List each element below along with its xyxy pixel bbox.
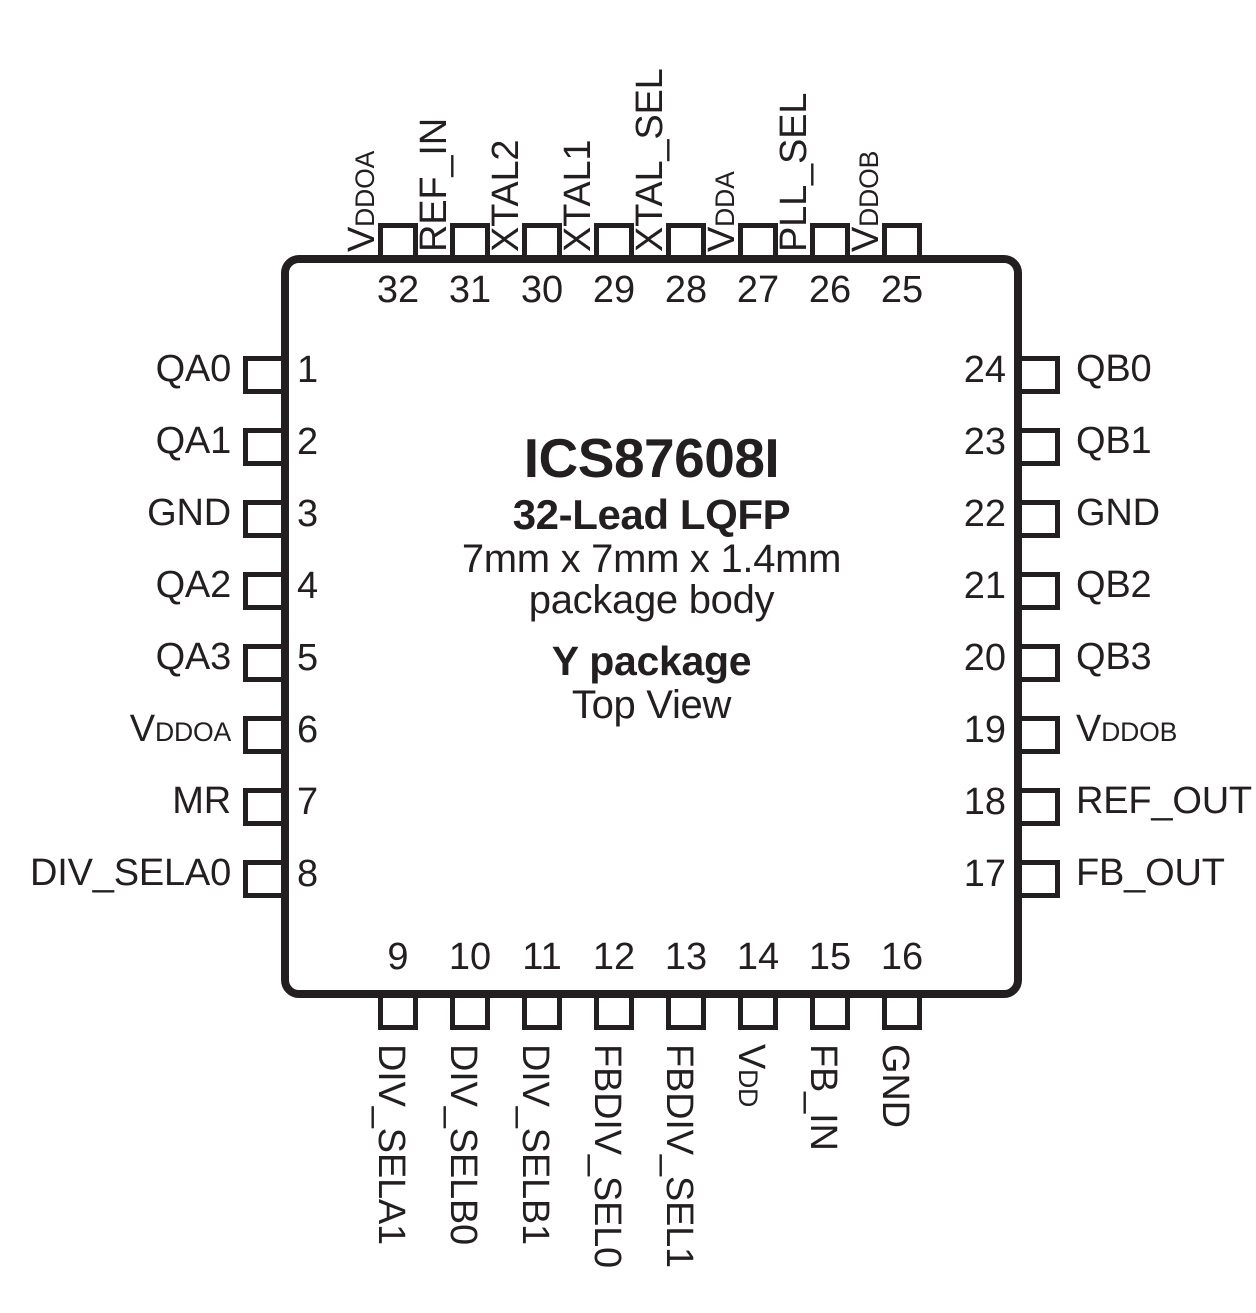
pin-number-12: 12 — [592, 936, 636, 978]
pin-label-3: GND — [147, 492, 231, 534]
pin-label-32: VDDOA — [341, 150, 383, 252]
lead-count-line: 32-Lead LQFP — [512, 491, 791, 539]
pin-number-17: 17 — [963, 853, 1006, 895]
pin-label-13: FBDIV_SEL1 — [658, 1044, 700, 1268]
pin-number-28: 28 — [664, 269, 708, 311]
pin-number-32: 32 — [376, 269, 420, 311]
pin-label-4: QA2 — [155, 564, 232, 606]
pin-label-23: QB1 — [1076, 420, 1152, 462]
pin-label-28: XTAL_SEL — [629, 68, 671, 252]
package-code: Y package — [551, 638, 752, 685]
pin-number-27: 27 — [736, 269, 780, 311]
pin-number-23: 23 — [963, 421, 1006, 463]
pin-label-6: VDDOA — [129, 708, 231, 750]
pin-number-15: 15 — [808, 936, 852, 978]
pin-label-7: MR — [172, 780, 231, 822]
pin-label-17: FB_OUT — [1076, 852, 1225, 894]
pin-number-31: 31 — [448, 269, 492, 311]
pin-number-22: 22 — [963, 493, 1006, 535]
pin-label-30: XTAL2 — [485, 139, 527, 252]
pin-label-26: PLL_SEL — [773, 92, 815, 252]
pin-number-25: 25 — [880, 269, 924, 311]
package-center-text: ICS87608I 32-Lead LQFP 7mm x 7mm x 1.4mm… — [281, 427, 1022, 727]
pin-number-2: 2 — [297, 421, 319, 463]
pin-number-21: 21 — [963, 565, 1006, 607]
pin-number-24: 24 — [963, 349, 1006, 391]
package-body-outline — [281, 255, 1022, 998]
part-number: ICS87608I — [523, 427, 780, 489]
pin-label-21: QB2 — [1076, 564, 1152, 606]
pin-label-5: QA3 — [155, 636, 232, 678]
package-body-label: package body — [528, 578, 775, 623]
pin-number-3: 3 — [297, 493, 319, 535]
pin-number-16: 16 — [880, 936, 924, 978]
pin-label-2: QA1 — [155, 420, 232, 462]
pin-label-14: VDD — [730, 1044, 772, 1108]
pin-number-29: 29 — [592, 269, 636, 311]
pin-number-19: 19 — [963, 709, 1006, 751]
pin-label-15: FB_IN — [802, 1044, 844, 1151]
pin-number-26: 26 — [808, 269, 852, 311]
pin-number-8: 8 — [297, 853, 319, 895]
pin-number-1: 1 — [297, 349, 319, 391]
pin-label-31: REF_IN — [413, 118, 455, 252]
pin-label-25: VDDOB — [845, 150, 887, 252]
pin-label-10: DIV_SELB0 — [442, 1044, 484, 1245]
pin-label-11: DIV_SELB1 — [514, 1044, 556, 1245]
pin-label-22: GND — [1076, 492, 1160, 534]
package-dimensions: 7mm x 7mm x 1.4mm — [461, 536, 842, 581]
pin-label-1: QA0 — [155, 348, 232, 390]
view-orientation: Top View — [571, 682, 732, 727]
pin-number-13: 13 — [664, 936, 708, 978]
pin-number-5: 5 — [297, 637, 319, 679]
pin-label-19: VDDOB — [1076, 708, 1178, 750]
pin-label-24: QB0 — [1076, 348, 1152, 390]
pin-label-8: DIV_SELA0 — [30, 852, 231, 894]
pin-number-7: 7 — [297, 781, 319, 823]
pin-number-18: 18 — [963, 781, 1006, 823]
pin-number-20: 20 — [963, 637, 1006, 679]
pin-label-16: GND — [874, 1044, 916, 1128]
pin-label-29: XTAL1 — [557, 139, 599, 252]
pin-number-14: 14 — [736, 936, 780, 978]
pin-number-4: 4 — [297, 565, 319, 607]
pin-number-6: 6 — [297, 709, 319, 751]
pin-label-9: DIV_SELA1 — [370, 1044, 412, 1245]
pin-number-9: 9 — [387, 936, 409, 978]
pin-number-10: 10 — [448, 936, 492, 978]
pin-label-12: FBDIV_SEL0 — [586, 1044, 628, 1268]
pin-number-11: 11 — [522, 936, 562, 978]
pin-label-27: VDDA — [701, 171, 743, 252]
pin-label-18: REF_OUT — [1076, 780, 1252, 822]
pin-label-20: QB3 — [1076, 636, 1152, 678]
pin-number-30: 30 — [520, 269, 564, 311]
